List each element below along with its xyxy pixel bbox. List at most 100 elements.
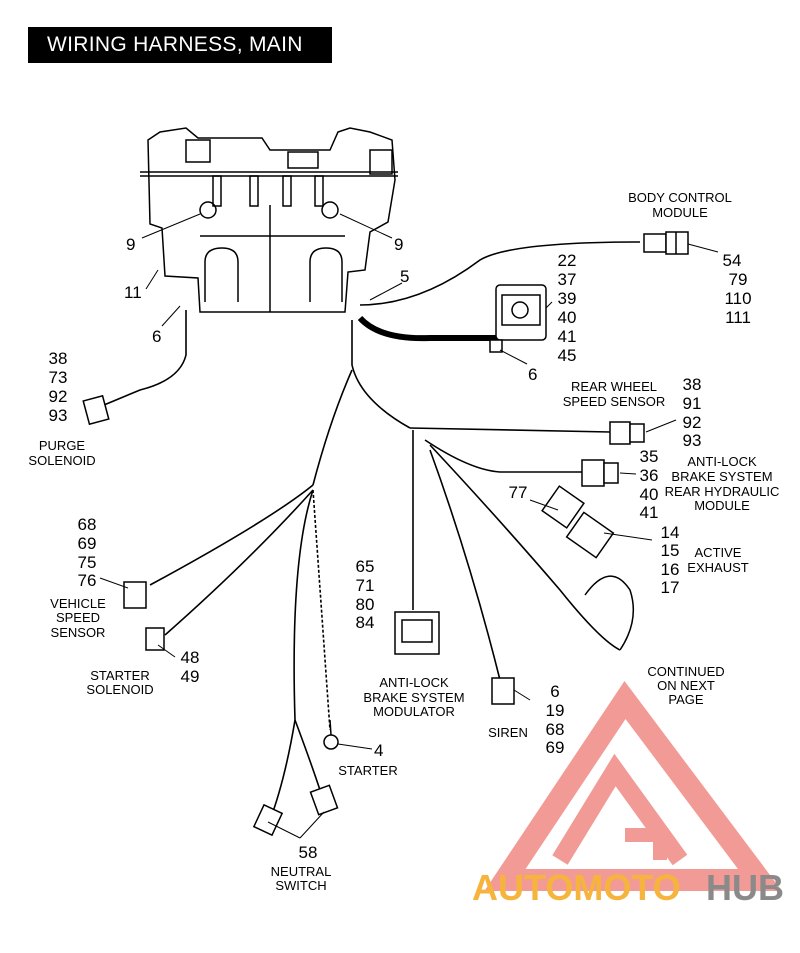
continued-line1: CONTINUED — [647, 664, 724, 679]
callout-numbers: 9 9 11 5 6 6 4 — [124, 235, 537, 760]
vss-label-line2: SPEED — [56, 610, 100, 625]
abs-mod-ref: 65 — [356, 557, 375, 576]
vss-ref: 69 — [78, 534, 97, 553]
component-labels: BODY CONTROL MODULE PURGE SOLENOID REAR … — [28, 190, 779, 893]
abs-modulator-connector — [394, 611, 440, 655]
harness-wires — [103, 241, 641, 821]
siren-ref: 6 — [550, 682, 559, 701]
active-exhaust-connector — [541, 485, 635, 651]
vss-ref: 76 — [78, 571, 97, 590]
ae-ref: 14 — [661, 523, 680, 542]
vss-label-line1: VEHICLE — [50, 596, 106, 611]
reference-numbers: 54 79 110 111 22 37 39 40 41 45 38 73 92… — [49, 251, 752, 862]
abs-mod-label-line1: ANTI-LOCK — [379, 675, 449, 690]
abs-mod-ref: 80 — [356, 595, 375, 614]
purge-label-line2: SOLENOID — [28, 453, 95, 468]
vss-ref: 75 — [78, 553, 97, 572]
starter-solenoid-connector — [145, 627, 165, 651]
rwss-ref: 93 — [683, 431, 702, 450]
abs-mod-label-line2: BRAKE SYSTEM — [363, 690, 464, 705]
continued-line3: PAGE — [668, 692, 703, 707]
rwss-label-line1: REAR WHEEL — [571, 379, 657, 394]
ecm-ref: 39 — [558, 289, 577, 308]
rear-wheel-speed-connector — [609, 421, 645, 445]
ecm-ref: 22 — [558, 251, 577, 270]
rhm-ref: 35 — [640, 447, 659, 466]
purge-ref: 73 — [49, 368, 68, 387]
abs-mod-ref: 84 — [356, 613, 375, 632]
rhm-ref: 41 — [640, 503, 659, 522]
watermark-part2: HUB — [706, 867, 784, 908]
ae-label-line2: EXHAUST — [687, 560, 748, 575]
page-title: WIRING HARNESS, MAIN — [28, 27, 332, 63]
siren-ref: 19 — [546, 701, 565, 720]
ss-label-line1: STARTER — [90, 668, 149, 683]
siren-ref: 69 — [546, 738, 565, 757]
abs-mod-ref: 71 — [356, 576, 375, 595]
watermark-text: AUTOMOTO HUB — [472, 867, 784, 908]
rear-hydraulic-connector — [581, 459, 619, 487]
rhm-ref: 40 — [640, 485, 659, 504]
ae-ref: 17 — [661, 578, 680, 597]
rwss-label-line2: SPEED SENSOR — [563, 394, 666, 409]
rhm-label-line4: MODULE — [694, 498, 750, 513]
callout-9-left: 9 — [126, 235, 135, 254]
ss-label-line2: SOLENOID — [86, 682, 153, 697]
ns-ref: 58 — [299, 843, 318, 862]
abs-mod-label-line3: MODULATOR — [373, 704, 455, 719]
purge-solenoid-connector — [82, 394, 110, 426]
callout-6-top: 6 — [152, 327, 161, 346]
ecm-ref: 41 — [558, 327, 577, 346]
rwss-ref: 92 — [683, 413, 702, 432]
ae-ref: 16 — [661, 560, 680, 579]
ae-ref-77: 77 — [509, 483, 528, 502]
rhm-label-line1: ANTI-LOCK — [687, 454, 757, 469]
rwss-ref: 91 — [683, 394, 702, 413]
watermark-part1: AUTOMOTO — [472, 867, 681, 908]
bcm-ref: 54 — [723, 251, 742, 270]
bcm-label-line2: MODULE — [652, 205, 708, 220]
harness-bracket — [140, 127, 398, 313]
callout-5: 5 — [400, 267, 409, 286]
starter-label: STARTER — [338, 763, 397, 778]
leader-lines — [99, 213, 719, 839]
neutral-switch-terminals — [252, 784, 339, 837]
ecm-connector — [489, 284, 547, 353]
purge-ref: 93 — [49, 406, 68, 425]
callout-4: 4 — [374, 741, 383, 760]
continued-line2: ON NEXT — [657, 678, 715, 693]
vss-label-line3: SENSOR — [51, 625, 106, 640]
siren-ref: 68 — [546, 720, 565, 739]
siren-label: SIREN — [488, 725, 528, 740]
rhm-ref: 36 — [640, 466, 659, 485]
callout-9-right: 9 — [394, 235, 403, 254]
purge-ref: 92 — [49, 387, 68, 406]
ae-ref: 15 — [661, 541, 680, 560]
bcm-ref: 79 — [729, 270, 748, 289]
ecm-ref: 37 — [558, 270, 577, 289]
bcm-connector — [643, 231, 689, 255]
bcm-ref: 111 — [725, 308, 751, 327]
starter-ring-terminal — [323, 719, 339, 750]
ecm-ref: 45 — [558, 346, 577, 365]
bcm-label-line1: BODY CONTROL — [628, 190, 732, 205]
purge-label-line1: PURGE — [39, 438, 86, 453]
ss-ref: 48 — [181, 648, 200, 667]
rhm-label-line3: REAR HYDRAULIC — [665, 484, 780, 499]
ae-label-line1: ACTIVE — [695, 545, 742, 560]
bcm-ref: 110 — [724, 289, 751, 308]
callout-11: 11 — [124, 283, 142, 302]
vss-connector — [123, 581, 147, 609]
ns-label-line1: NEUTRAL — [271, 864, 332, 879]
purge-ref: 38 — [49, 349, 68, 368]
callout-6-ecm: 6 — [528, 365, 537, 384]
ss-ref: 49 — [181, 667, 200, 686]
rhm-label-line2: BRAKE SYSTEM — [671, 469, 772, 484]
vss-ref: 68 — [78, 515, 97, 534]
ns-label-line2: SWITCH — [275, 878, 326, 893]
siren-connector — [491, 677, 515, 705]
watermark-logo — [484, 680, 782, 891]
rwss-ref: 38 — [683, 375, 702, 394]
